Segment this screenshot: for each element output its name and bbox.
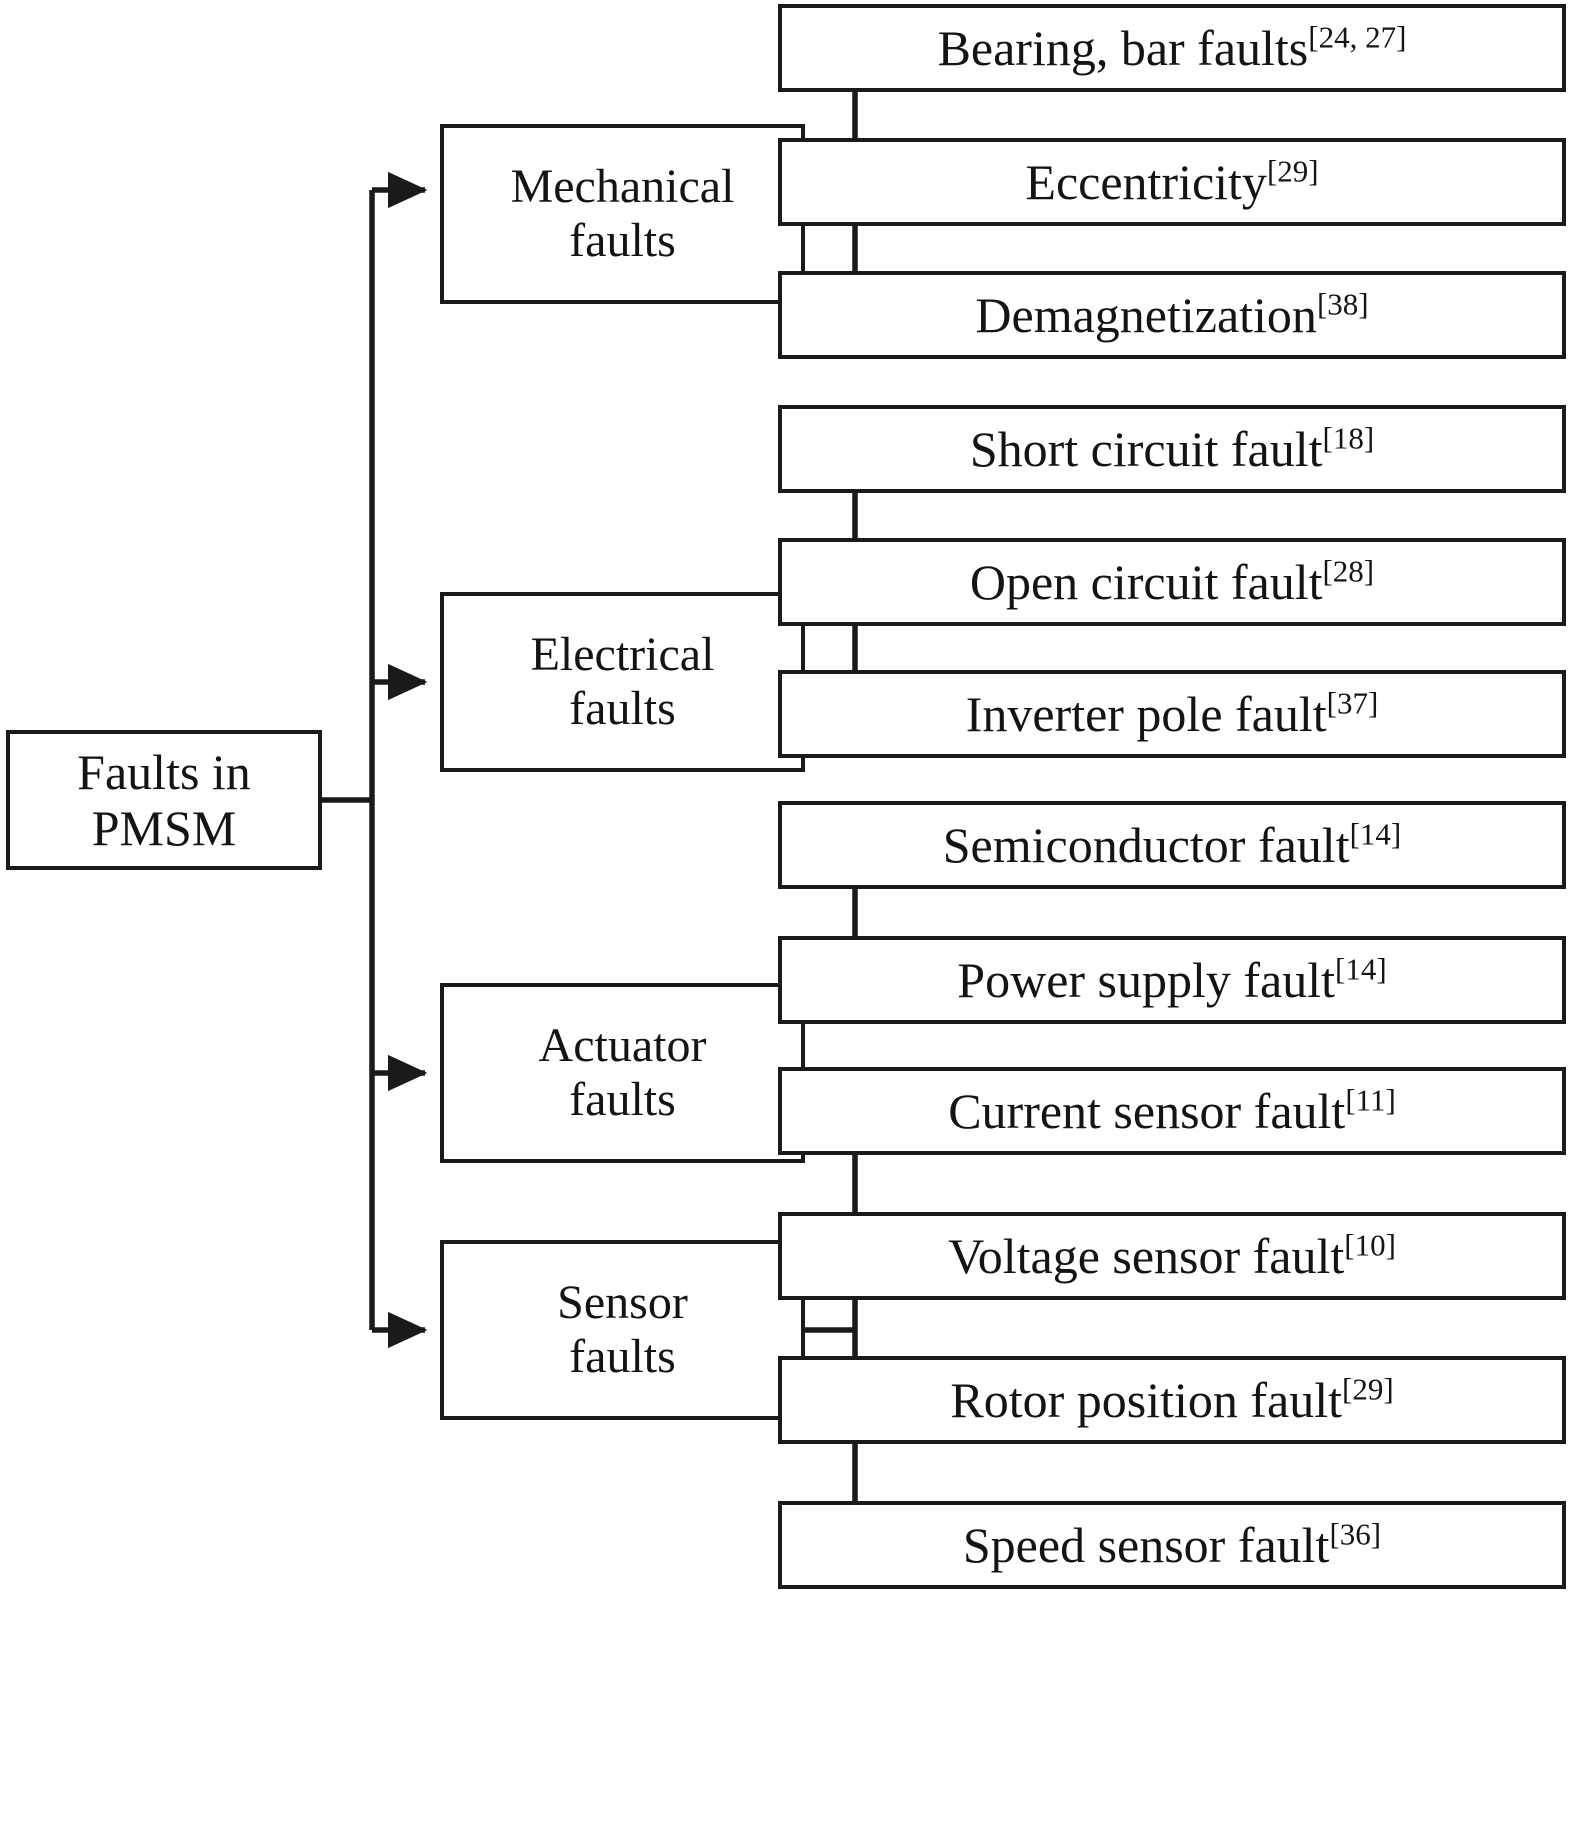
leaf-text: Short circuit fault: [969, 421, 1323, 477]
node-electrical-label: Electrical faults: [530, 628, 715, 735]
leaf-inverter-pole-fault[interactable]: Inverter pole fault[37]: [778, 670, 1566, 758]
leaf-label: Open circuit fault[28]: [962, 554, 1382, 610]
leaf-short-circuit-fault[interactable]: Short circuit fault[18]: [778, 405, 1566, 493]
leaf-speed-sensor-fault[interactable]: Speed sensor fault[36]: [778, 1501, 1566, 1589]
leaf-citation: [29]: [1266, 153, 1319, 189]
leaf-bearing-bar-faults[interactable]: Bearing, bar faults[24, 27]: [778, 4, 1566, 92]
leaf-label: Rotor position fault[29]: [942, 1372, 1401, 1428]
node-sensor-label: Sensor faults: [557, 1276, 688, 1383]
leaf-text: Bearing, bar faults: [937, 20, 1309, 76]
node-actuator[interactable]: Actuator faults: [440, 983, 805, 1163]
leaf-text: Speed sensor fault: [962, 1517, 1330, 1573]
leaf-citation: [14]: [1335, 951, 1387, 987]
leaf-label: Voltage sensor fault[10]: [940, 1228, 1404, 1284]
node-mechanical[interactable]: Mechanical faults: [440, 124, 805, 304]
leaf-text: Demagnetization: [975, 287, 1317, 343]
node-sensor[interactable]: Sensor faults: [440, 1240, 805, 1420]
leaf-citation: [10]: [1344, 1227, 1396, 1263]
leaf-text: Semiconductor fault: [942, 817, 1350, 873]
leaf-label: Semiconductor fault[14]: [935, 817, 1410, 873]
leaf-label: Short circuit fault[18]: [962, 421, 1382, 477]
leaf-demagnetization[interactable]: Demagnetization[38]: [778, 271, 1566, 359]
leaf-open-circuit-fault[interactable]: Open circuit fault[28]: [778, 538, 1566, 626]
leaf-eccentricity[interactable]: Eccentricity[29]: [778, 138, 1566, 226]
leaf-citation: [37]: [1326, 685, 1379, 721]
leaf-label: Eccentricity[29]: [1017, 154, 1326, 210]
leaf-label: Bearing, bar faults[24, 27]: [930, 20, 1415, 76]
leaf-text: Rotor position fault: [950, 1372, 1342, 1428]
leaf-label: Current sensor fault[11]: [940, 1083, 1404, 1139]
leaf-citation: [38]: [1316, 286, 1369, 322]
node-electrical[interactable]: Electrical faults: [440, 592, 805, 772]
leaf-label: Speed sensor fault[36]: [955, 1517, 1389, 1573]
leaf-semiconductor-fault[interactable]: Semiconductor fault[14]: [778, 801, 1566, 889]
leaf-text: Voltage sensor fault: [948, 1228, 1345, 1284]
leaf-citation: [28]: [1322, 553, 1375, 589]
leaf-label: Power supply fault[14]: [949, 952, 1394, 1008]
leaf-voltage-sensor-fault[interactable]: Voltage sensor fault[10]: [778, 1212, 1566, 1300]
leaf-label: Inverter pole fault[37]: [958, 686, 1387, 742]
leaf-citation: [29]: [1342, 1371, 1394, 1407]
leaf-text: Current sensor fault: [948, 1083, 1346, 1139]
node-root[interactable]: Faults in PMSM: [6, 730, 322, 870]
leaf-citation: [14]: [1349, 816, 1402, 852]
leaf-text: Open circuit fault: [969, 554, 1323, 610]
leaf-citation: [36]: [1329, 1516, 1382, 1552]
leaf-current-sensor-fault[interactable]: Current sensor fault[11]: [778, 1067, 1566, 1155]
leaf-text: Inverter pole fault: [965, 686, 1327, 742]
leaf-label: Demagnetization[38]: [967, 287, 1376, 343]
leaf-text: Power supply fault: [957, 952, 1336, 1008]
leaf-citation: [18]: [1322, 420, 1375, 456]
node-actuator-label: Actuator faults: [538, 1019, 707, 1126]
leaf-power-supply-fault[interactable]: Power supply fault[14]: [778, 936, 1566, 1024]
node-mechanical-label: Mechanical faults: [510, 160, 735, 267]
leaf-citation: [24, 27]: [1308, 19, 1407, 55]
leaf-text: Eccentricity: [1025, 154, 1267, 210]
leaf-rotor-position-fault[interactable]: Rotor position fault[29]: [778, 1356, 1566, 1444]
leaf-citation: [11]: [1345, 1082, 1396, 1118]
node-root-label: Faults in PMSM: [77, 744, 251, 856]
